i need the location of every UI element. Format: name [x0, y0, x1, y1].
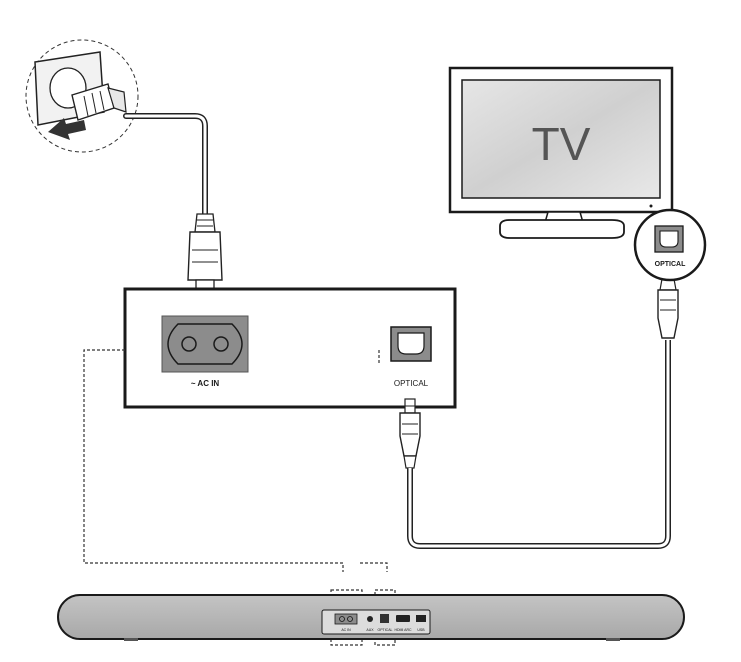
soundbar-ac-port: [334, 613, 358, 625]
soundbar-label-optical: OPTICAL: [378, 628, 393, 632]
soundbar-optical-port: [380, 614, 389, 623]
power-plug-icon: [71, 83, 127, 121]
soundbar-label-aux: AUX: [366, 628, 374, 632]
optical-connector-tv: [657, 278, 679, 339]
tv-power-led: [649, 204, 653, 208]
soundbar-aux-port: [367, 616, 373, 622]
power-cable: [124, 114, 207, 220]
soundbar-foot-left: [124, 638, 138, 641]
soundbar-usb-port: [416, 615, 426, 622]
optical-cable: [408, 340, 670, 548]
soundbar-label-ac: AC IN: [341, 628, 351, 632]
soundbar-foot-right: [606, 638, 620, 641]
soundbar-label-hdmi: HDMI ARC: [394, 628, 412, 632]
soundbar: AC IN AUX OPTICAL HDMI ARC USB: [57, 594, 685, 641]
push-arrow-icon: [48, 118, 86, 140]
ac-in-port: [161, 315, 249, 373]
optical-connector-panel: [399, 398, 421, 469]
tv-optical-callout: [633, 208, 707, 282]
leader-line-optical: [360, 562, 388, 572]
tv-optical-label: OPTICAL: [655, 261, 686, 268]
power-cable-outline: [123, 113, 208, 221]
tv-label: TV: [532, 118, 591, 170]
tv-stand: [499, 219, 625, 239]
leader-line-panel: [83, 349, 344, 572]
ac-in-label: ~ AC IN: [191, 379, 220, 388]
iec-power-connector: [187, 213, 223, 295]
wall-socket-callout: [25, 39, 139, 153]
tv-screen: [461, 79, 661, 199]
soundbar-label-usb: USB: [417, 628, 425, 632]
soundbar-hdmi-port: [396, 615, 410, 622]
tv: [448, 66, 674, 239]
optical-label: OPTICAL: [394, 379, 429, 388]
ac-port-highlight-box: [330, 589, 363, 646]
optical-port: [390, 326, 432, 362]
